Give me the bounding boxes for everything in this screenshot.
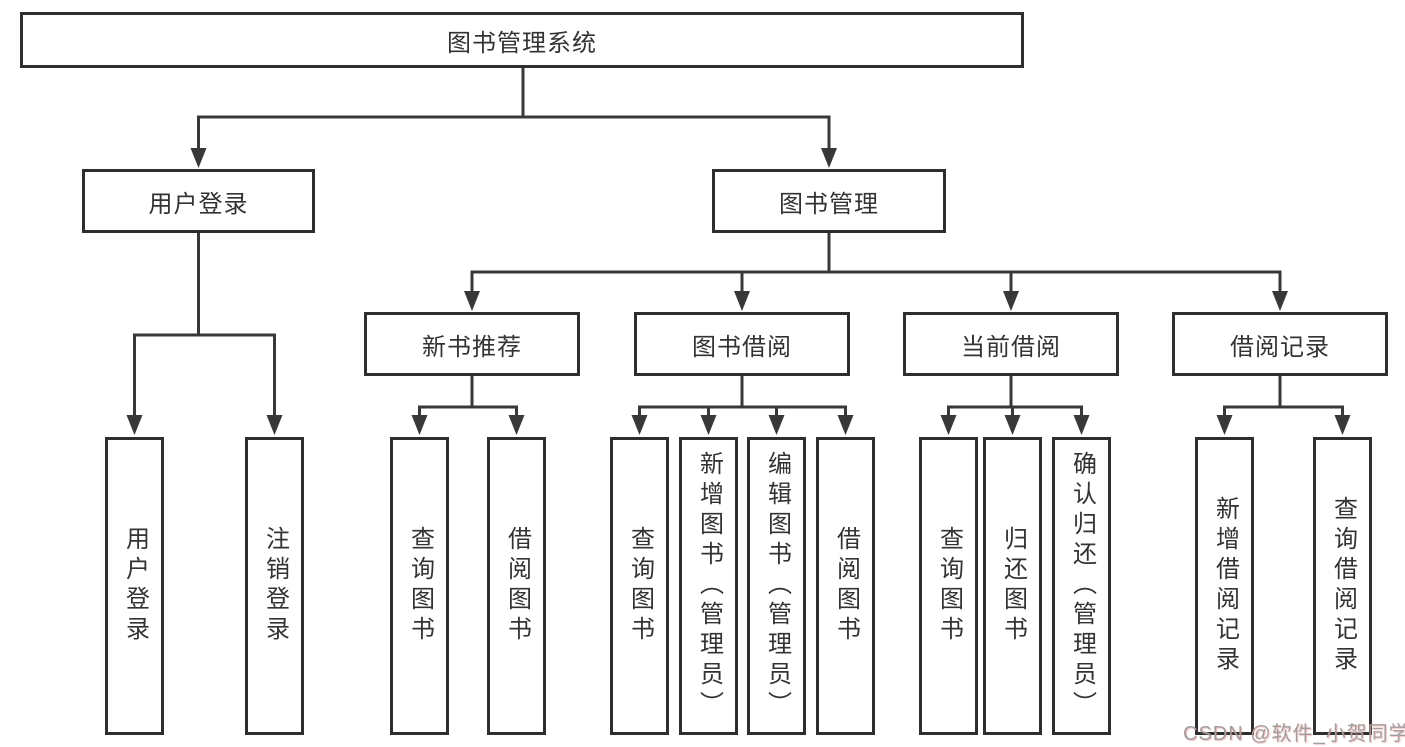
node-label: 借阅记录 <box>1230 333 1330 361</box>
arrowhead-icon <box>508 415 525 435</box>
leaf-query-books-recommend: 查询图书 <box>390 437 449 735</box>
arrowhead-icon <box>464 291 480 311</box>
node-label: 查询借阅记录 <box>1329 496 1357 676</box>
node-label: 用户登录 <box>148 190 249 218</box>
node-label: 图书借阅 <box>692 333 792 361</box>
node-user-login: 用户登录 <box>82 169 315 233</box>
node-current-borrowing: 当前借阅 <box>903 312 1119 376</box>
node-label: 借阅图书 <box>832 526 860 646</box>
arrowhead-icon <box>126 415 143 435</box>
node-label: 查询图书 <box>406 526 434 646</box>
arrowhead-icon <box>266 415 283 435</box>
arrowhead-icon <box>631 415 648 435</box>
node-borrowing-records: 借阅记录 <box>1172 312 1388 376</box>
node-label: 注销登录 <box>261 526 289 646</box>
arrowhead-icon <box>768 415 785 435</box>
leaf-query-books-current: 查询图书 <box>919 437 978 735</box>
connector <box>126 233 283 435</box>
node-book-borrowing: 图书借阅 <box>634 312 850 376</box>
watermark: CSDN @软件_小贺同学 <box>1183 723 1405 745</box>
node-label: 新书推荐 <box>422 333 522 361</box>
node-label: 借阅图书 <box>503 526 531 646</box>
connector <box>1216 376 1351 435</box>
node-label: 图书管理 <box>779 190 879 218</box>
arrowhead-icon <box>940 415 957 435</box>
leaf-user-login: 用户登录 <box>105 437 164 735</box>
connector <box>190 68 837 168</box>
arrowhead-icon <box>821 148 837 168</box>
arrowhead-icon <box>1216 415 1233 435</box>
connector <box>411 376 525 435</box>
connector <box>940 376 1090 435</box>
arrowhead-icon <box>1003 291 1019 311</box>
leaf-confirm-return-admin: 确认归还（管理员） <box>1052 437 1111 735</box>
arrowhead-icon <box>411 415 428 435</box>
arrowhead-icon <box>1073 415 1090 435</box>
node-label: 当前借阅 <box>961 333 1061 361</box>
node-label: 用户登录 <box>121 526 149 646</box>
leaf-query-books-borrow: 查询图书 <box>610 437 669 735</box>
arrowhead-icon <box>734 291 750 311</box>
node-label: 图书管理系统 <box>447 29 597 57</box>
leaf-return-books: 归还图书 <box>983 437 1042 735</box>
node-library-management-system: 图书管理系统 <box>20 12 1024 68</box>
node-book-management: 图书管理 <box>712 169 946 233</box>
leaf-add-books-admin: 新增图书（管理员） <box>679 437 738 735</box>
arrowhead-icon <box>1004 415 1021 435</box>
node-label: 新增借阅记录 <box>1211 496 1239 676</box>
leaf-edit-books-admin: 编辑图书（管理员） <box>747 437 806 735</box>
node-label: 归还图书 <box>999 526 1027 646</box>
leaf-query-borrow-record: 查询借阅记录 <box>1313 437 1372 735</box>
arrowhead-icon <box>700 415 717 435</box>
leaf-borrow-books: 借阅图书 <box>816 437 875 735</box>
arrowhead-icon <box>1272 291 1288 311</box>
node-label: 编辑图书（管理员） <box>763 451 791 721</box>
node-label: 查询图书 <box>626 526 654 646</box>
connector <box>464 233 1288 311</box>
arrowhead-icon <box>837 415 854 435</box>
node-new-book-recommendation: 新书推荐 <box>364 312 580 376</box>
arrowhead-icon <box>190 148 207 168</box>
leaf-logout-login: 注销登录 <box>245 437 304 735</box>
node-label: 新增图书（管理员） <box>695 451 723 721</box>
node-label: 确认归还（管理员） <box>1068 451 1096 721</box>
connector <box>631 376 854 435</box>
leaf-add-borrow-record: 新增借阅记录 <box>1195 437 1254 735</box>
arrowhead-icon <box>1334 415 1351 435</box>
leaf-borrow-books-recommend: 借阅图书 <box>487 437 546 735</box>
node-label: 查询图书 <box>935 526 963 646</box>
